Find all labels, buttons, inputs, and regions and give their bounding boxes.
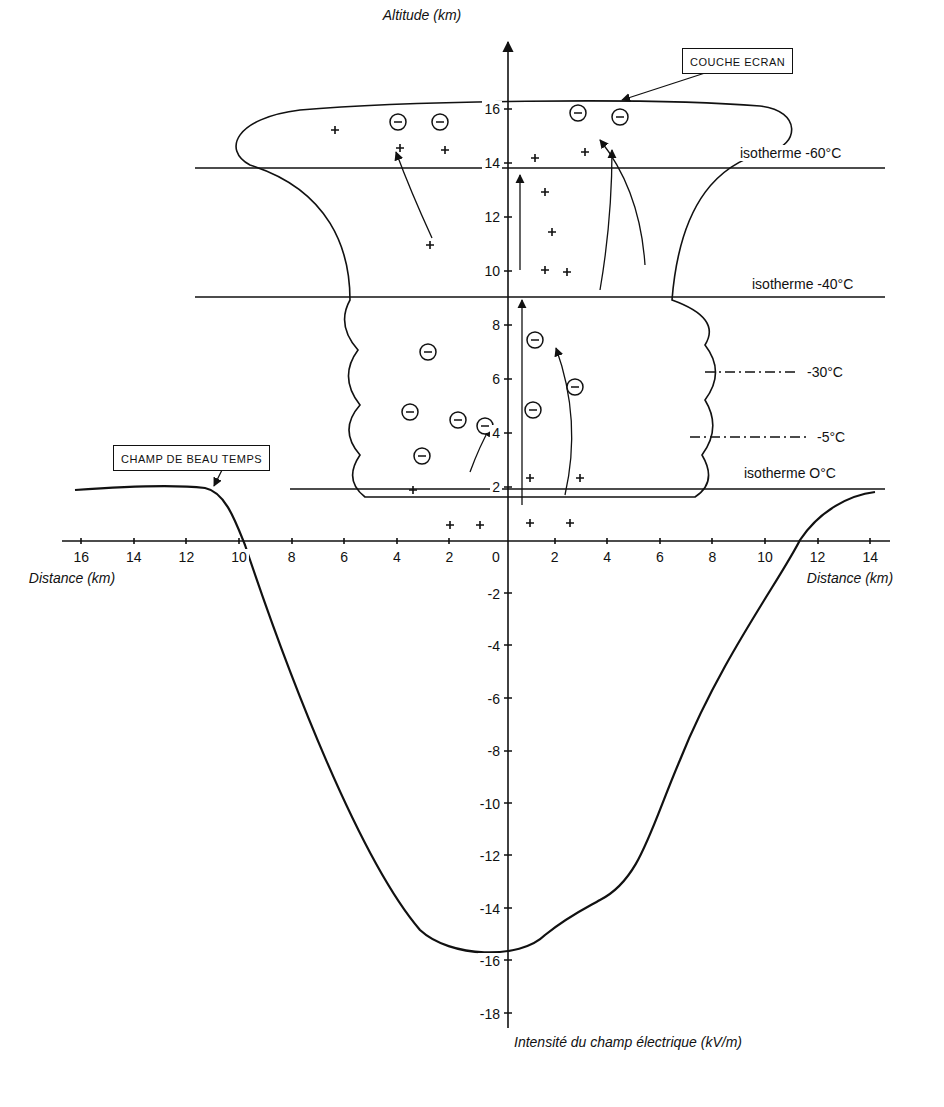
leader-arrows — [214, 73, 705, 486]
boxed-label: CHAMP DE BEAU TEMPS — [113, 445, 270, 471]
axis-label: -12 — [478, 848, 502, 864]
boxed-label: COUCHE ECRAN — [682, 48, 793, 74]
axis-label: -4 — [486, 638, 502, 654]
axis-label: 4 — [490, 425, 502, 441]
isotherm-lines — [195, 168, 885, 489]
axis-label: -16 — [478, 953, 502, 969]
axis-label: 6 — [490, 371, 502, 387]
axis-label: 8 — [286, 549, 298, 565]
axis-label: 0 — [490, 549, 502, 565]
axis-label: -2 — [486, 586, 502, 602]
box-text: COUCHE ECRAN — [690, 56, 785, 68]
axes — [62, 42, 890, 1028]
axis-label: 12 — [482, 209, 502, 225]
axis-label: isotherme O°C — [742, 465, 838, 481]
axis-label: 8 — [490, 317, 502, 333]
axis-label: -5°C — [815, 429, 847, 445]
axis-label: 2 — [444, 549, 456, 565]
axis-label: 12 — [177, 549, 197, 565]
positive-charges — [331, 126, 589, 529]
axis-label: -10 — [478, 796, 502, 812]
axis-label: -18 — [478, 1006, 502, 1022]
axis-label: isotherme -60°C — [738, 145, 843, 161]
axis-label: 8 — [707, 549, 719, 565]
axis-label: Distance (km) — [27, 570, 117, 586]
axis-label: 12 — [808, 549, 828, 565]
axis-label: 6 — [338, 549, 350, 565]
axis-label: 14 — [860, 549, 880, 565]
axis-label: 14 — [482, 155, 502, 171]
cloud-outline — [236, 101, 792, 497]
axis-label: 10 — [229, 549, 249, 565]
axis-label: 10 — [755, 549, 775, 565]
axis-label: -6 — [486, 691, 502, 707]
axis-label: Altitude (km) — [381, 7, 464, 23]
axis-label: 2 — [549, 549, 561, 565]
axis-label: Distance (km) — [805, 570, 895, 586]
field-curve — [75, 486, 875, 952]
axis-label: 14 — [124, 549, 144, 565]
axis-label: 4 — [391, 549, 403, 565]
axis-label: 10 — [482, 263, 502, 279]
axis-label: Intensité du champ électrique (kV/m) — [512, 1034, 744, 1050]
axis-label: -14 — [478, 901, 502, 917]
axis-label: -30°C — [805, 364, 845, 380]
axis-label: isotherme -40°C — [750, 276, 855, 292]
axis-label: -8 — [486, 743, 502, 759]
negative-charges — [390, 105, 628, 464]
axis-label: 2 — [490, 479, 502, 495]
axis-label: 6 — [654, 549, 666, 565]
axis-label: 16 — [482, 101, 502, 117]
box-text: CHAMP DE BEAU TEMPS — [121, 453, 262, 465]
axis-label: 16 — [71, 549, 91, 565]
axis-label: 4 — [601, 549, 613, 565]
updraft-arrows — [396, 140, 645, 505]
